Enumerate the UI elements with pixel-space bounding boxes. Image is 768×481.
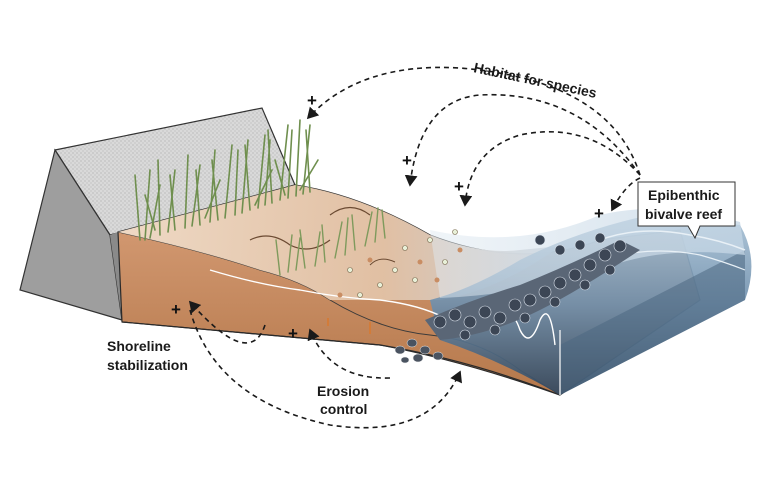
plus-sign-habitat-sand: + — [402, 151, 412, 170]
habitat-for-species-label: Habitat for species — [472, 59, 598, 101]
arrow-icon — [188, 66, 641, 429]
plus-sign-erosion: + — [288, 324, 298, 343]
epibenthic-reef-callout: Epibenthic bivalve reef — [637, 181, 736, 240]
erosion-label-line2: control — [320, 401, 367, 417]
sediment-particles — [347, 229, 458, 298]
plus-sign-shoreline: + — [171, 300, 181, 319]
reef-label-line2: bivalve reef — [645, 206, 722, 222]
water-body — [209, 208, 752, 395]
shoreline-label-line1: Shoreline — [107, 338, 171, 354]
plus-sign-habitat-shallow: + — [454, 177, 464, 196]
plus-sign-habitat-marsh: + — [307, 91, 317, 110]
shoreline-label-line2: stabilization — [107, 357, 188, 373]
oyster-reef-icon — [394, 232, 640, 364]
plus-sign-habitat-reef: + — [594, 204, 604, 223]
marsh-grass-icon — [134, 119, 319, 241]
reef-label-line1: Epibenthic — [648, 187, 720, 203]
erosion-label-line1: Erosion — [317, 383, 369, 399]
